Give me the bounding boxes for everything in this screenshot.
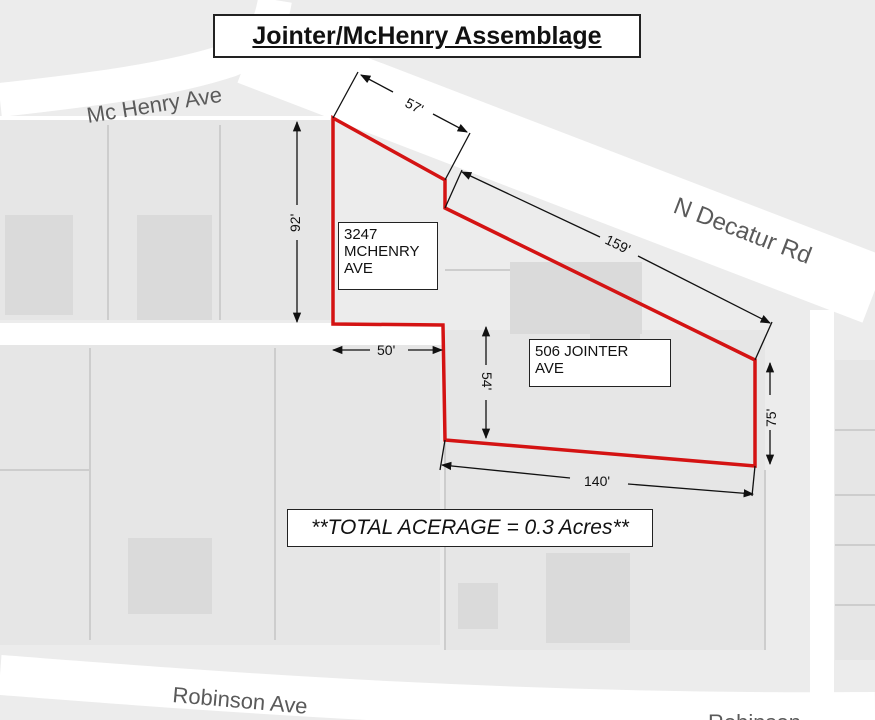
decatur-road: [237, 17, 875, 323]
lot-label-line: MCHENRY: [344, 243, 420, 260]
dim-label-92: 92': [287, 214, 303, 232]
robinson-road: [0, 655, 875, 720]
lot-label-mchenry: 3247 MCHENRY AVE: [338, 222, 438, 290]
buildings: [5, 215, 642, 643]
building: [128, 538, 212, 614]
lot-lines: [0, 125, 875, 650]
map-title: Jointer/McHenry Assemblage: [252, 21, 602, 50]
building: [458, 583, 498, 629]
building: [546, 553, 630, 643]
dimension-lines: [292, 71, 775, 498]
map-title-box: Jointer/McHenry Assemblage: [213, 14, 641, 58]
building: [5, 215, 73, 315]
block: [835, 360, 875, 660]
dim-label-57: 57': [403, 95, 427, 118]
dim-label-50: 50': [377, 342, 395, 358]
block: [0, 345, 440, 645]
total-acreage-text: **TOTAL ACERAGE = 0.3 Acres**: [311, 516, 629, 539]
total-acreage-box: **TOTAL ACERAGE = 0.3 Acres**: [287, 509, 653, 547]
building: [137, 215, 212, 320]
dim-label-75: 75': [763, 409, 779, 427]
lot-label-line: 3247: [344, 226, 378, 243]
building: [590, 316, 640, 341]
dim-label-54: 54': [479, 372, 495, 390]
lot-label-line: 506 JOINTER: [535, 343, 629, 360]
street-label-robinson-right: Robinson: [708, 710, 801, 720]
lot-label-jointer: 506 JOINTER AVE: [529, 339, 671, 387]
lot-label-line: AVE: [344, 260, 373, 277]
dim-label-140: 140': [584, 473, 610, 489]
lot-label-line: AVE: [535, 360, 564, 377]
